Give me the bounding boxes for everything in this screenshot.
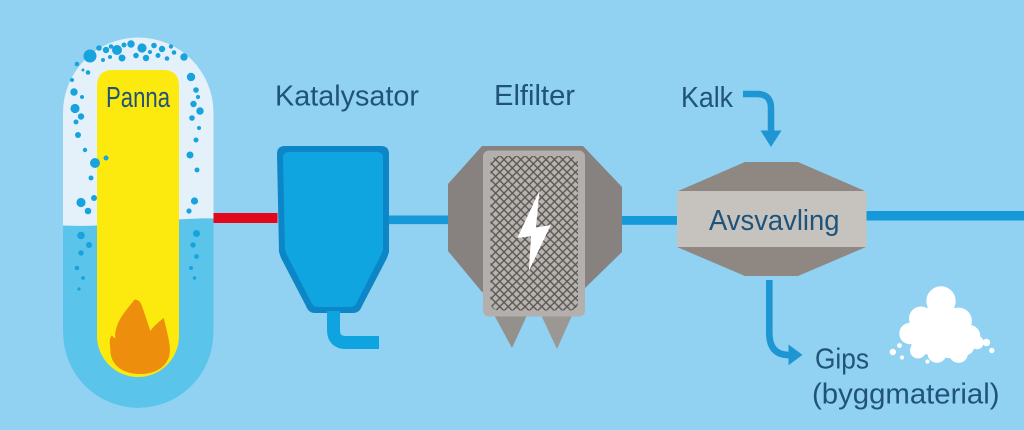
svg-text:(byggmaterial): (byggmaterial): [812, 379, 1000, 411]
svg-text:Avsvavling: Avsvavling: [709, 205, 840, 237]
svg-text:Katalysator: Katalysator: [275, 81, 419, 113]
svg-text:Kalk: Kalk: [681, 82, 733, 114]
svg-text:Elfilter: Elfilter: [494, 80, 575, 112]
svg-text:Gips: Gips: [815, 344, 869, 376]
svg-text:Panna: Panna: [106, 82, 171, 114]
